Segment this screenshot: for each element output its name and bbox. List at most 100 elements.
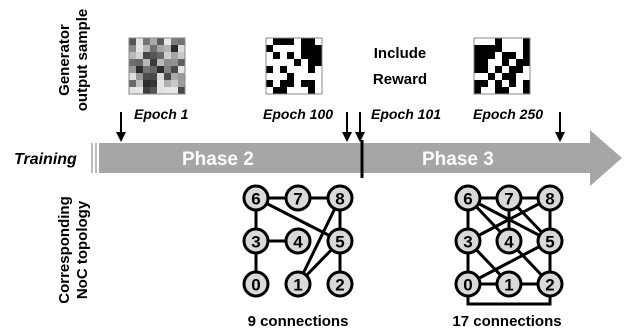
sample-pixel bbox=[523, 45, 530, 52]
sample-pixel bbox=[266, 73, 273, 80]
sample-pixel bbox=[509, 45, 516, 52]
sample-pixel bbox=[509, 66, 516, 73]
generator-label: Generator output sample bbox=[56, 9, 91, 112]
sample-pixel bbox=[516, 80, 523, 87]
epoch-100-label: Epoch 100 bbox=[263, 106, 333, 122]
sample-pixel bbox=[136, 66, 143, 73]
topology-node: 2 bbox=[326, 270, 354, 298]
topology-node-label: 7 bbox=[293, 190, 302, 209]
topology-node-circle bbox=[495, 270, 523, 298]
sample-pixel bbox=[287, 73, 294, 80]
sample-pixel bbox=[171, 59, 178, 66]
topology-node-circle bbox=[284, 270, 312, 298]
topology-node-label: 3 bbox=[251, 233, 260, 252]
sample-pixel bbox=[481, 45, 488, 52]
sample-pixel bbox=[308, 80, 315, 87]
sample-pixel bbox=[280, 87, 287, 94]
sample-pixel bbox=[280, 66, 287, 73]
topology-node-label: 2 bbox=[335, 276, 344, 295]
topology-edge bbox=[467, 196, 551, 243]
sample-pixel bbox=[143, 45, 150, 52]
sample-pixel bbox=[516, 52, 523, 59]
sample-pixel bbox=[516, 38, 523, 45]
sample-pixel bbox=[287, 38, 294, 45]
topology-node-label: 8 bbox=[335, 190, 344, 209]
sample-pixel bbox=[294, 73, 301, 80]
topology-node-circle bbox=[284, 184, 312, 212]
sample-pixel bbox=[143, 66, 150, 73]
sample-pixel bbox=[481, 87, 488, 94]
topology-node-circle bbox=[242, 270, 270, 298]
sample-pixel bbox=[287, 66, 294, 73]
sample-pixel bbox=[164, 45, 171, 52]
topology-node-label: 2 bbox=[545, 276, 554, 295]
sample-pixel bbox=[488, 45, 495, 52]
sample-pixel bbox=[129, 87, 136, 94]
generator-sample-epoch-250 bbox=[473, 37, 531, 95]
sample-pixel bbox=[136, 87, 143, 94]
sample-pixel bbox=[178, 80, 185, 87]
topology-edge bbox=[467, 239, 551, 286]
sample-pixel bbox=[315, 87, 322, 94]
topology-node-label: 8 bbox=[545, 190, 554, 209]
sample-pixel bbox=[164, 87, 171, 94]
timeline-stripe-2 bbox=[95, 143, 97, 173]
sample-pixel bbox=[266, 87, 273, 94]
sample-pixel bbox=[488, 73, 495, 80]
topology-node-circle bbox=[326, 184, 354, 212]
sample-pixel bbox=[143, 59, 150, 66]
sample-pixel bbox=[502, 52, 509, 59]
sample-pixel bbox=[273, 45, 280, 52]
sample-pixel bbox=[502, 38, 509, 45]
epoch-1-arrowhead bbox=[116, 132, 126, 142]
sample-pixel bbox=[481, 38, 488, 45]
sample-pixel bbox=[157, 73, 164, 80]
sample-pixel bbox=[308, 66, 315, 73]
sample-pixel bbox=[495, 59, 502, 66]
epoch-250-label: Epoch 250 bbox=[473, 106, 543, 122]
topology-node-circle bbox=[284, 227, 312, 255]
sample-pixel bbox=[495, 66, 502, 73]
connections-label-phase-2: 9 connections bbox=[248, 313, 349, 330]
sample-pixel bbox=[273, 52, 280, 59]
sample-pixel bbox=[502, 45, 509, 52]
sample-pixel bbox=[481, 80, 488, 87]
topology-node: 5 bbox=[536, 227, 564, 255]
topology-edge bbox=[255, 196, 341, 243]
sample-pixel bbox=[523, 52, 530, 59]
sample-pixel bbox=[150, 73, 157, 80]
sample-pixel bbox=[315, 52, 322, 59]
sample-pixel bbox=[516, 45, 523, 52]
sample-pixel bbox=[150, 59, 157, 66]
sample-pixel bbox=[301, 38, 308, 45]
sample-pixel bbox=[294, 38, 301, 45]
sample-pixel bbox=[157, 80, 164, 87]
sample-pixel bbox=[164, 38, 171, 45]
sample-pixel bbox=[280, 59, 287, 66]
sample-pixel bbox=[488, 87, 495, 94]
include-reward-line2: Reward bbox=[373, 71, 427, 88]
sample-pixel bbox=[495, 87, 502, 94]
sample-pixel bbox=[523, 59, 530, 66]
sample-pixel bbox=[509, 80, 516, 87]
sample-pixel bbox=[136, 73, 143, 80]
sample-frame bbox=[128, 37, 186, 95]
topology-node: 8 bbox=[326, 184, 354, 212]
sample-pixel bbox=[481, 73, 488, 80]
sample-pixel bbox=[474, 52, 481, 59]
sample-pixel bbox=[474, 59, 481, 66]
sample-pixel bbox=[287, 59, 294, 66]
topology-node-label: 0 bbox=[463, 276, 472, 295]
topology-node-circle bbox=[326, 227, 354, 255]
sample-pixel bbox=[273, 87, 280, 94]
topology-node: 7 bbox=[495, 184, 523, 212]
sample-pixel bbox=[516, 66, 523, 73]
sample-pixel bbox=[129, 59, 136, 66]
topology-node-circle bbox=[326, 270, 354, 298]
sample-pixel bbox=[315, 73, 322, 80]
sample-pixel bbox=[143, 73, 150, 80]
epoch-arrows bbox=[116, 112, 565, 142]
sample-pixel bbox=[315, 38, 322, 45]
sample-pixel bbox=[178, 45, 185, 52]
